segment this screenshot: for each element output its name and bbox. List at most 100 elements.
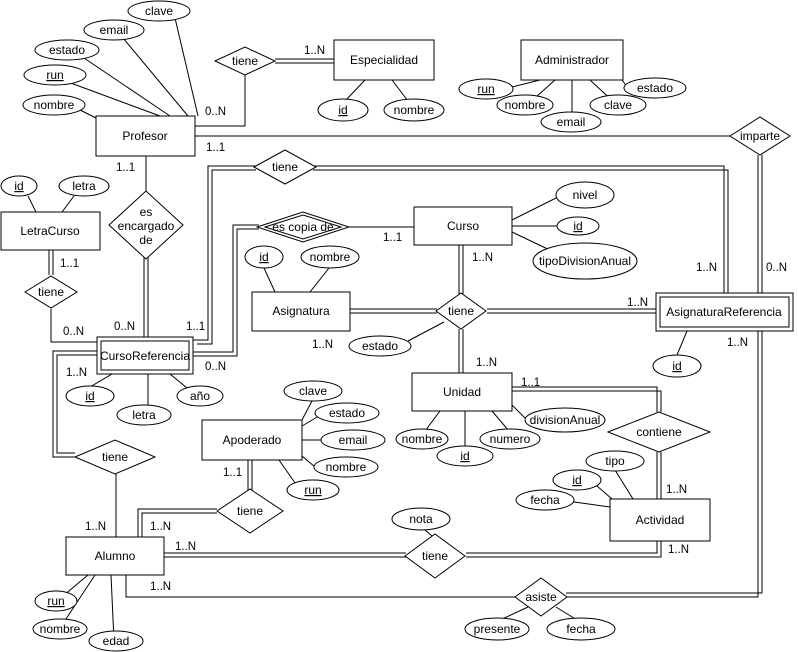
attribute-administrador-email: email: [540, 111, 602, 133]
attribute-unidad-nombre: nombre: [395, 428, 449, 450]
relationship-label: imparte: [740, 129, 780, 143]
cardinality: 1..N: [666, 484, 687, 496]
relationship-label: tiene: [232, 54, 258, 68]
svg-text:fecha: fecha: [566, 622, 596, 636]
entity-label: AsignaturaReferencia: [666, 305, 782, 319]
entity-label: Actividad: [636, 513, 685, 527]
svg-text:id: id: [672, 359, 681, 373]
entity-label: Apoderado: [223, 433, 282, 447]
attribute-administrador-clave: clave: [589, 94, 647, 116]
attribute-letracurso-letra: letra: [58, 175, 110, 197]
entity-curso-referencia: CursoReferencia: [96, 336, 194, 375]
relationship-imparte: imparte: [729, 116, 791, 156]
attribute-alumno-nombre: nombre: [32, 618, 88, 640]
relationship-label: asiste: [525, 590, 557, 604]
svg-text:estado: estado: [637, 81, 673, 95]
svg-text:id: id: [14, 179, 23, 193]
svg-text:id: id: [572, 473, 581, 487]
attribute-apoderado-email: email: [320, 429, 386, 451]
attribute-actividad-id: id: [552, 469, 602, 491]
cardinality: 1..N: [175, 541, 196, 553]
cardinality: 1..1: [223, 467, 242, 479]
cardinality: 1..1: [60, 258, 79, 270]
relationship-label-line1: es: [140, 205, 153, 219]
cardinality: 1..N: [85, 521, 106, 533]
relationship-label: es copia de: [272, 220, 334, 234]
svg-text:presente: presente: [474, 622, 521, 636]
cardinality: 1..N: [696, 262, 717, 274]
svg-text:clave: clave: [604, 98, 632, 112]
attribute-cursoreferencia-letra: letra: [116, 404, 172, 426]
svg-text:nivel: nivel: [573, 188, 598, 202]
svg-text:email: email: [339, 433, 368, 447]
svg-text:run: run: [477, 82, 494, 96]
attribute-asignaturareferencia-id: id: [652, 354, 702, 378]
svg-text:id: id: [460, 449, 469, 463]
entity-unidad: Unidad: [411, 372, 513, 412]
entity-label: Alumno: [95, 549, 136, 563]
entity-label: Especialidad: [350, 53, 418, 67]
svg-text:tipo: tipo: [605, 454, 625, 468]
attribute-letracurso-id: id: [0, 175, 38, 197]
cardinality: 0..N: [766, 262, 787, 274]
svg-text:tipoDivisionAnual: tipoDivisionAnual: [539, 254, 631, 268]
svg-text:id: id: [259, 250, 268, 264]
attribute-especialidad-nombre: nombre: [383, 98, 445, 122]
svg-text:run: run: [46, 68, 63, 82]
attribute-profesor-email: email: [83, 19, 145, 41]
relationship-label-line3: de: [139, 233, 153, 247]
relationship-tiene-letra: tiene: [24, 275, 78, 309]
svg-text:nombre: nombre: [40, 622, 81, 636]
relationship-label: tiene: [422, 549, 448, 563]
entity-actividad: Actividad: [609, 498, 711, 542]
cardinality: 1..N: [476, 357, 497, 369]
relationship-tiene-top: tiene: [252, 149, 318, 185]
attribute-curso-nivel: nivel: [555, 181, 615, 209]
cardinality: 0..N: [63, 326, 84, 338]
attribute-curso-tipodivisionanual: tipoDivisionAnual: [532, 242, 638, 280]
attribute-actividad-tipo: tipo: [585, 450, 645, 472]
attribute-administrador-nombre: nombre: [496, 94, 554, 116]
attribute-asignatura-nombre: nombre: [300, 245, 360, 269]
svg-text:nombre: nombre: [326, 460, 367, 474]
relationship-es-encargado-de: es encargado de: [108, 190, 184, 260]
relationship-label: tiene: [102, 450, 128, 464]
svg-text:id: id: [573, 219, 582, 233]
cardinality: 1..1: [383, 232, 402, 244]
cardinality: 1..N: [627, 297, 648, 309]
entity-letra-curso: LetraCurso: [0, 211, 101, 251]
cardinality: 1..1: [521, 377, 540, 389]
entity-asignatura: Asignatura: [251, 291, 351, 332]
entity-label: CursoReferencia: [100, 349, 190, 363]
entity-apoderado: Apoderado: [201, 419, 303, 461]
cardinality: 1..1: [206, 142, 225, 154]
cardinality: 1..N: [472, 252, 493, 264]
relationship-label: tiene: [237, 504, 263, 518]
svg-text:numero: numero: [490, 432, 531, 446]
attribute-apoderado-estado: estado: [314, 402, 380, 424]
attribute-unidad-divisionanual: divisionAnual: [524, 407, 606, 433]
svg-text:nombre: nombre: [505, 98, 546, 112]
cardinality: 1..1: [116, 162, 135, 174]
entity-label: Unidad: [443, 385, 481, 399]
attribute-asiste-presente: presente: [464, 617, 530, 641]
cardinality: 0..N: [114, 321, 135, 333]
svg-text:letra: letra: [72, 179, 96, 193]
svg-text:run: run: [304, 483, 321, 497]
cardinality: 1..N: [66, 367, 87, 379]
svg-text:estado: estado: [329, 406, 365, 420]
svg-text:nombre: nombre: [394, 103, 435, 117]
attribute-alumno-run: run: [34, 590, 78, 612]
svg-text:clave: clave: [299, 384, 327, 398]
relationship-label: tiene: [38, 285, 64, 299]
relationship-label: tiene: [272, 160, 298, 174]
attribute-actividad-fecha: fecha: [515, 489, 575, 511]
attribute-apoderado-clave: clave: [283, 380, 343, 402]
cardinality: 1..N: [150, 521, 171, 533]
attribute-profesor-run: run: [23, 64, 87, 86]
entity-label: LetraCurso: [20, 224, 80, 238]
svg-text:estado: estado: [362, 339, 398, 353]
attribute-unidad-id: id: [436, 445, 494, 467]
attribute-tiene-nota: nota: [391, 507, 451, 531]
relationship-tiene-apoderado: tiene: [216, 488, 284, 534]
